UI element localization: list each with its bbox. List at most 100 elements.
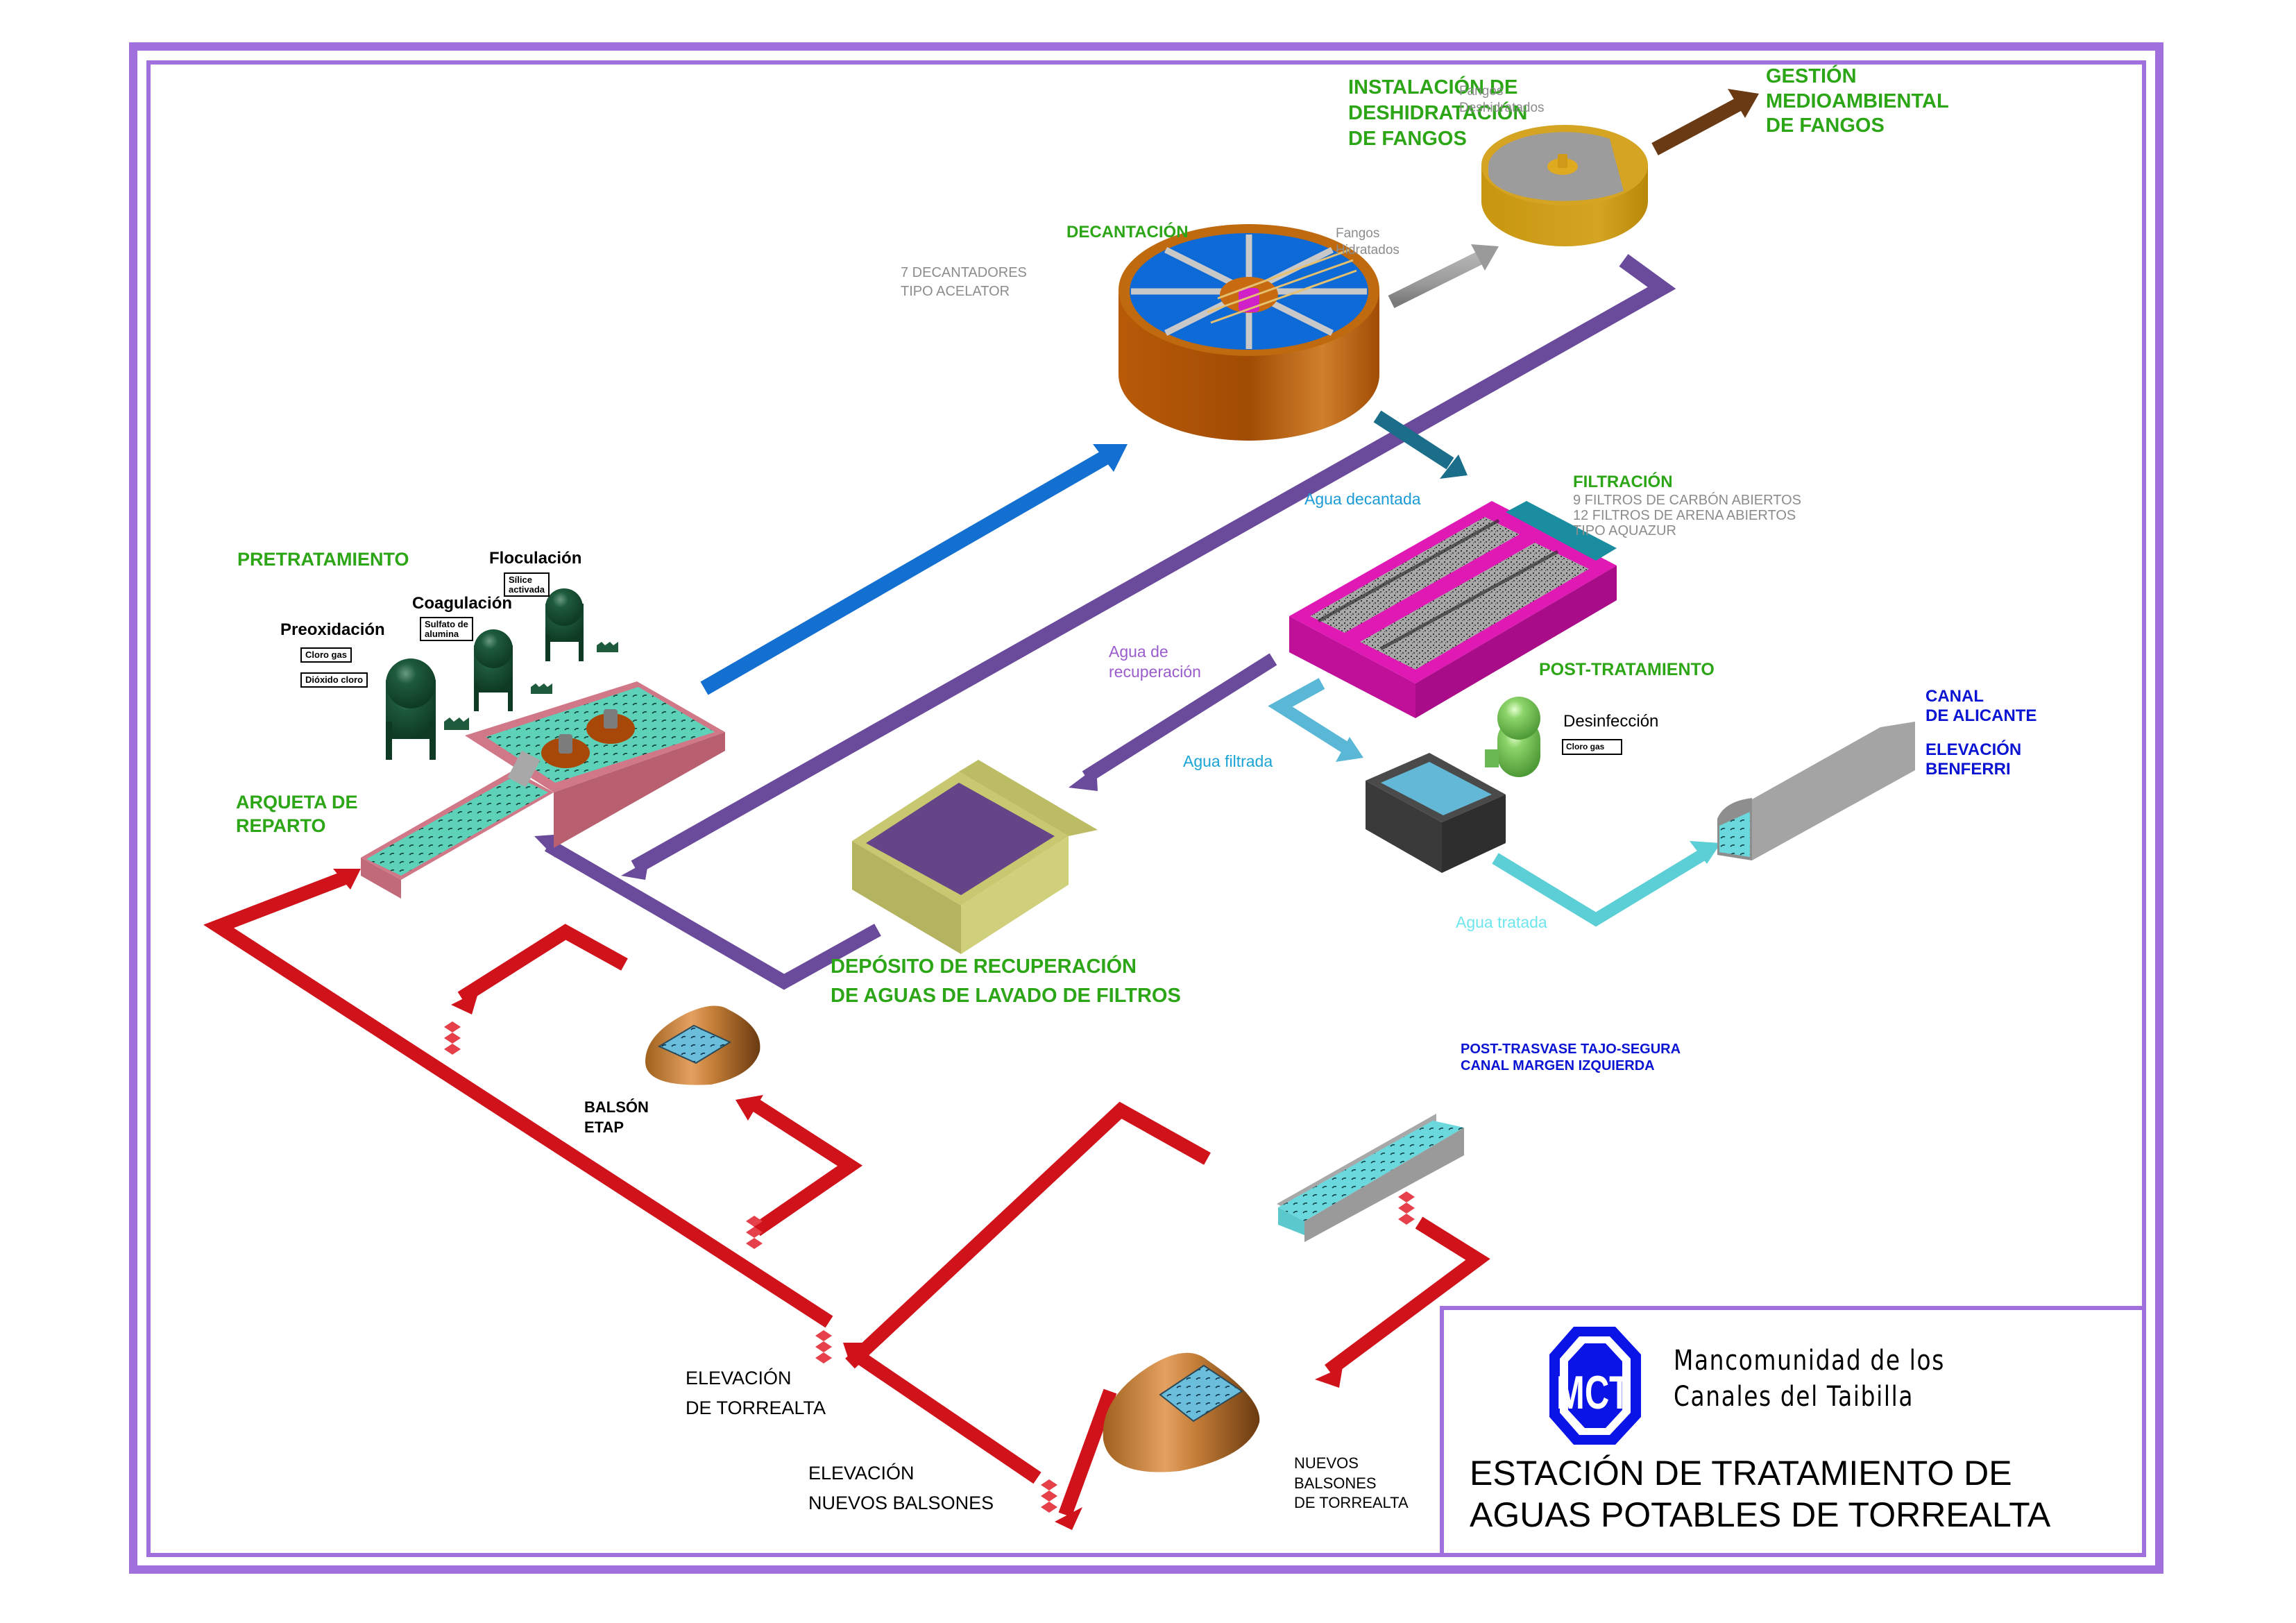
disinfection-label: Desinfección [1563, 712, 1659, 731]
dehydration-line-3: DE FANGOS [1348, 127, 1467, 150]
plant-title-line-1: ESTACIÓN DE TRATAMIENTO DE [1470, 1454, 2012, 1493]
reagent-cloro-gas: Cloro gas [300, 647, 352, 663]
alicante-canal-line-1: CANAL [1925, 687, 1984, 706]
elevacion-nuevos-balsones-label: ELEVACIÓN NUEVOS BALSONES [808, 1459, 994, 1518]
arqueta-line-2: REPARTO [236, 815, 326, 836]
dry-sludge-pipe [1651, 89, 1759, 155]
preoxidation-label: Preoxidación [280, 620, 385, 639]
filtration-note-line-2: 12 FILTROS DE ARENA ABIERTOS [1573, 508, 1796, 523]
org-line-2: Canales del Taibilla [1674, 1381, 1914, 1413]
reagent-silice-line-2: activada [509, 584, 545, 595]
elevacion-torrealta-label: ELEVACIÓN DE TORREALTA [686, 1363, 826, 1423]
filtration-heading: FILTRACIÓN [1573, 473, 1673, 491]
sludge-management-heading: GESTIÓN MEDIOAMBIENTAL DE FANGOS [1766, 65, 1949, 139]
recovery-arrowhead-deposito [1069, 767, 1098, 791]
recovery-pipe [534, 254, 1676, 990]
recovery-arrowhead-arqueta [621, 860, 649, 880]
nuevos-balsones-label: NUEVOS BALSONES DE TORREALTA [1294, 1454, 1409, 1513]
dry-sludge-line-2: Deshidratados [1459, 100, 1545, 115]
nuevos-balsones-line-1: NUEVOS [1294, 1454, 1359, 1472]
treated-water-label: Agua tratada [1456, 913, 1547, 931]
contact-tank [1366, 753, 1506, 873]
reagent-silice-activada: Sílice activada [504, 572, 550, 597]
hydrated-sludge-label: Fangos Hidratados [1336, 226, 1400, 259]
recovery-water-label: Agua de recuperación [1109, 642, 1201, 682]
dehydration-heading: INSTALACIÓN DE DESHIDRATACIÓN DE FANGOS [1348, 75, 1527, 151]
nuevos-balsones-reservoir [1103, 1352, 1260, 1472]
alicante-canal-tunnel [1717, 722, 1915, 860]
arqueta-line-1: ARQUETA DE [236, 792, 358, 813]
logo-text: MCT [1556, 1366, 1630, 1419]
decanter-feed-pipe [700, 444, 1128, 695]
dehydration-line-1: INSTALACIÓN DE [1348, 76, 1518, 99]
flocculation-tank [545, 588, 618, 661]
filtered-water-pipe [1268, 678, 1363, 762]
filtered-water-label: Agua filtrada [1183, 752, 1273, 770]
raw-water-network [203, 869, 1490, 1518]
preoxidation-tank [386, 658, 469, 760]
hydrated-sludge-line-2: Hidratados [1336, 242, 1400, 257]
plant-title-line-2: AGUAS POTABLES DE TORREALTA [1470, 1495, 2051, 1534]
elevacion-nuevos-line-1: ELEVACIÓN [808, 1463, 915, 1484]
plant-title: ESTACIÓN DE TRATAMIENTO DE AGUAS POTABLE… [1470, 1452, 2050, 1536]
reagent-cloro-gas-post: Cloro gas [1562, 739, 1623, 755]
post-trasvase-line-2: CANAL MARGEN IZQUIERDA [1461, 1058, 1655, 1073]
recovery-water-line-2: recuperación [1109, 662, 1201, 681]
dry-sludge-line-1: Fangos [1459, 84, 1504, 99]
post-treatment-heading: POST-TRATAMIENTO [1539, 660, 1715, 679]
elevacion-nuevos-line-2: NUEVOS BALSONES [808, 1493, 994, 1514]
coagulation-label: Coagulación [412, 594, 513, 613]
decanter-tank [1119, 224, 1379, 441]
reagent-silice-line-1: Sílice [509, 575, 532, 585]
dry-sludge-label: Fangos Deshidratados [1459, 83, 1545, 117]
dehydration-unit [1481, 125, 1648, 246]
filter-beds [1289, 501, 1617, 718]
nuevos-balsones-line-3: DE TORREALTA [1294, 1494, 1409, 1512]
alicante-canal-label: CANAL DE ALICANTE ELEVACIÓN BENFERRI [1925, 687, 2036, 779]
deposit-heading: DEPÓSITO DE RECUPERACIÓN DE AGUAS DE LAV… [831, 952, 1181, 1010]
recovery-water-line-1: Agua de [1109, 643, 1168, 661]
flocculation-label: Floculación [489, 549, 582, 568]
hydrated-sludge-line-1: Fangos [1336, 226, 1380, 241]
balson-etap-label: BALSÓN ETAP [584, 1098, 649, 1137]
organization-name: Mancomunidad de los Canales del Taibilla [1674, 1343, 1945, 1415]
reagent-sulfato-line-1: Sulfato de [425, 619, 468, 629]
mct-octagon-logo: MCT [1549, 1327, 1641, 1445]
filtration-note-line-3: TIPO AQUAZUR [1573, 523, 1676, 538]
decanter-note-line-2: TIPO ACELATOR [901, 284, 1010, 299]
decanted-water-pipe [1373, 410, 1468, 479]
balson-etap-line-2: ETAP [584, 1118, 624, 1136]
alicante-canal-line-2: DE ALICANTE [1925, 706, 2037, 725]
hydrated-sludge-pipe [1388, 244, 1499, 308]
inner-frame [146, 60, 2146, 1557]
coagulation-tank [474, 629, 552, 711]
recovery-deposit-tank [852, 760, 1098, 954]
benferri-line-2: BENFERRI [1925, 759, 2011, 779]
org-line-1: Mancomunidad de los [1674, 1345, 1945, 1377]
deposit-line-1: DEPÓSITO DE RECUPERACIÓN [831, 955, 1137, 978]
elevacion-torrealta-line-1: ELEVACIÓN [686, 1368, 792, 1388]
outer-frame [129, 42, 2163, 1574]
decanter-note: 7 DECANTADORES TIPO ACELATOR [901, 264, 1027, 301]
deposit-line-2: DE AGUAS DE LAVADO DE FILTROS [831, 985, 1181, 1008]
reagent-sulfato-alumina: Sulfato de alumina [420, 617, 473, 642]
pump-symbols [444, 1021, 1415, 1513]
margin-canal [1277, 1114, 1464, 1242]
filtration-note: 9 FILTROS DE CARBÓN ABIERTOS 12 FILTROS … [1573, 493, 1801, 538]
post-trasvase-label: POST-TRASVASE TAJO-SEGURA CANAL MARGEN I… [1461, 1041, 1681, 1074]
reagent-dioxido-cloro: Dióxido cloro [300, 672, 368, 688]
pretreatment-heading: PRETRATAMIENTO [237, 549, 409, 570]
balson-etap-line-1: BALSÓN [584, 1098, 649, 1116]
benferri-line-1: ELEVACIÓN [1925, 740, 2022, 760]
nuevos-balsones-line-2: BALSONES [1294, 1474, 1377, 1492]
post-trasvase-line-1: POST-TRASVASE TAJO-SEGURA [1461, 1042, 1681, 1057]
sludge-management-line-2: MEDIOAMBIENTAL [1766, 90, 1949, 112]
raw-water-arrowheads [333, 869, 1343, 1530]
decanter-note-line-1: 7 DECANTADORES [901, 265, 1027, 280]
sludge-management-line-3: DE FANGOS [1766, 114, 1885, 137]
balson-etap-reservoir [645, 1005, 760, 1085]
decanted-water-label: Agua decantada [1304, 490, 1421, 508]
distribution-chamber [361, 681, 725, 899]
treated-water-pipe [1492, 841, 1721, 927]
